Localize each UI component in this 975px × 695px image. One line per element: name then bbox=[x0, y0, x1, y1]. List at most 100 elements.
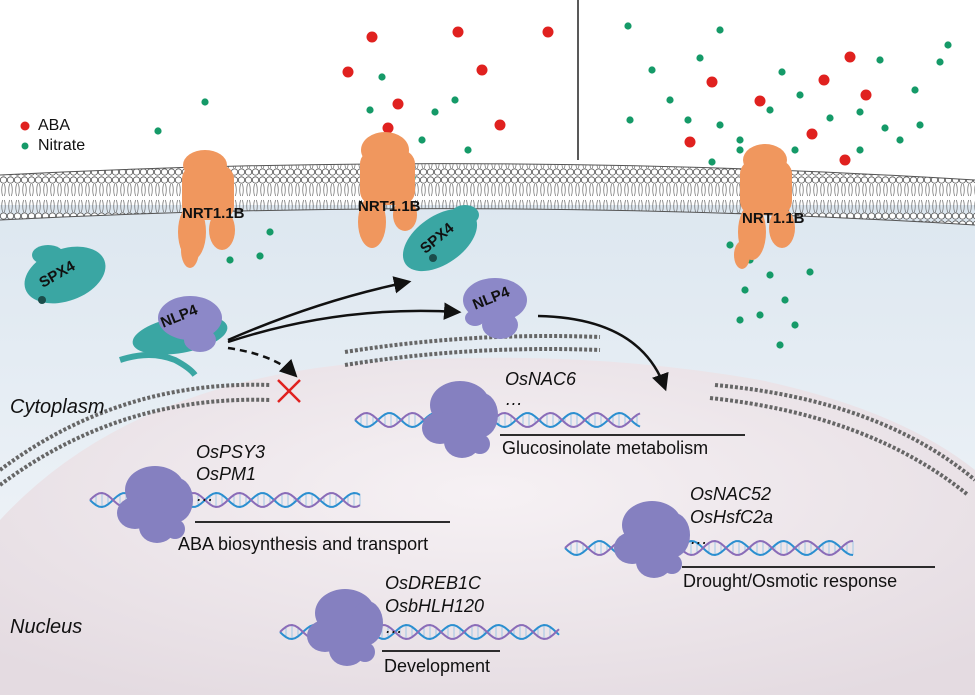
spx4-bound bbox=[402, 205, 479, 272]
nitrate-molecules bbox=[154, 22, 952, 349]
nitrate-molecule bbox=[684, 116, 692, 124]
aba-molecule bbox=[860, 89, 872, 101]
nitrate-molecule bbox=[826, 114, 834, 122]
nitrate-molecule bbox=[226, 256, 234, 264]
cytoplasm-label: Cytoplasm bbox=[10, 396, 105, 418]
aba-molecule bbox=[818, 74, 830, 86]
nrt-transporter-3 bbox=[734, 144, 795, 269]
gene-ellipsis-1: … bbox=[196, 485, 214, 505]
nlp4-spx4-complex bbox=[119, 296, 228, 377]
gene-oshsfc2a: OsHsfC2a bbox=[690, 507, 774, 527]
process-underlines bbox=[195, 434, 935, 652]
nrt-label-3: NRT1.1B bbox=[742, 210, 805, 227]
nitrate-molecule bbox=[736, 146, 744, 154]
nitrate-molecule bbox=[201, 98, 209, 106]
nitrate-molecule bbox=[791, 321, 799, 329]
transcription-factor bbox=[307, 589, 383, 666]
nitrate-molecule bbox=[944, 41, 952, 49]
nitrate-molecule bbox=[741, 286, 749, 294]
process-drought: Drought/Osmotic response bbox=[683, 571, 898, 591]
transcription-factor-complexes bbox=[117, 381, 690, 666]
nitrate-molecule bbox=[896, 136, 904, 144]
nuclear-envelope bbox=[0, 334, 975, 497]
aba-molecule bbox=[754, 95, 766, 107]
aba-molecule bbox=[706, 76, 718, 88]
nitrate-molecule bbox=[911, 86, 919, 94]
nitrate-molecule bbox=[856, 146, 864, 154]
nitrate-molecule bbox=[451, 96, 459, 104]
aba-molecule bbox=[366, 31, 378, 43]
gene-osdreb1c: OsDREB1C bbox=[385, 573, 482, 593]
nitrate-molecule bbox=[464, 146, 472, 154]
dna-strand bbox=[564, 539, 854, 557]
spx4-free bbox=[24, 245, 106, 304]
transcription-factor bbox=[422, 381, 498, 458]
gene-osnac6: OsNAC6 bbox=[505, 369, 577, 389]
aba-molecule bbox=[494, 119, 506, 131]
nucleus-label: Nucleus bbox=[10, 616, 83, 638]
arrow-to-nlp4-free bbox=[227, 302, 462, 344]
arrow-to-spx4-bound bbox=[227, 276, 412, 342]
aba-molecule bbox=[452, 26, 464, 38]
aba-molecule bbox=[806, 128, 818, 140]
nitrate-molecule bbox=[716, 26, 724, 34]
nitrate-molecule bbox=[766, 271, 774, 279]
nitrate-molecule bbox=[716, 121, 724, 129]
nitrate-molecule bbox=[708, 158, 716, 166]
nitrate-molecule bbox=[736, 316, 744, 324]
nitrate-molecule bbox=[796, 91, 804, 99]
nitrate-molecule bbox=[266, 228, 274, 236]
nitrate-molecule bbox=[766, 106, 774, 114]
nitrate-molecule bbox=[366, 106, 374, 114]
nitrate-molecule bbox=[776, 341, 784, 349]
legend-nitrate-label: Nitrate bbox=[38, 137, 86, 154]
gene-ospsy3: OsPSY3 bbox=[196, 442, 266, 462]
nitrate-molecule bbox=[856, 108, 864, 116]
nitrate-molecule bbox=[154, 127, 162, 135]
gene-osbhlh120: OsbHLH120 bbox=[385, 596, 485, 616]
dna-strand bbox=[564, 539, 854, 557]
transcription-factor bbox=[614, 501, 690, 578]
nitrate-molecule bbox=[648, 66, 656, 74]
gene-ellipsis-3: … bbox=[385, 617, 403, 637]
aba-molecule bbox=[684, 136, 696, 148]
nrt-transporter-1 bbox=[178, 150, 235, 268]
aba-molecule bbox=[542, 26, 554, 38]
gene-ellipsis-2: … bbox=[690, 528, 708, 548]
nucleus-region bbox=[0, 357, 975, 695]
aba-molecule bbox=[844, 51, 856, 63]
nrt-label-1: NRT1.1B bbox=[182, 205, 245, 222]
process-glucosinolate: Glucosinolate metabolism bbox=[502, 438, 709, 458]
transcription-factor bbox=[117, 466, 193, 543]
legend-aba-marker bbox=[20, 121, 30, 131]
nitrate-molecule bbox=[876, 56, 884, 64]
nitrate-molecule bbox=[881, 124, 889, 132]
plasma-membrane bbox=[0, 163, 975, 226]
nitrate-molecule bbox=[806, 268, 814, 276]
nitrate-molecule bbox=[378, 73, 386, 81]
dna-strand bbox=[354, 411, 641, 429]
legend bbox=[20, 121, 30, 150]
nitrate-molecule bbox=[736, 136, 744, 144]
aba-molecule bbox=[392, 98, 404, 110]
gene-ellipsis-0: … bbox=[505, 389, 523, 409]
legend-aba-label: ABA bbox=[38, 117, 71, 134]
nitrate-molecule bbox=[936, 58, 944, 66]
aba-molecules bbox=[342, 26, 872, 166]
dashed-arrow-blocked bbox=[227, 346, 298, 378]
nitrate-molecule bbox=[624, 22, 632, 30]
aba-molecule bbox=[382, 122, 394, 134]
nitrate-molecule bbox=[418, 136, 426, 144]
nrt-label-2: NRT1.1B bbox=[358, 198, 421, 215]
nitrate-molecule bbox=[666, 96, 674, 104]
nlp4-free bbox=[463, 278, 527, 339]
gene-ospm1: OsPM1 bbox=[196, 464, 257, 484]
nitrate-molecule bbox=[778, 68, 786, 76]
nitrate-molecule bbox=[791, 146, 799, 154]
aba-molecule bbox=[839, 154, 851, 166]
process-development: Development bbox=[384, 656, 491, 676]
nrt-transporter-2 bbox=[358, 132, 417, 248]
nitrate-molecule bbox=[431, 108, 439, 116]
block-cross bbox=[277, 379, 301, 403]
